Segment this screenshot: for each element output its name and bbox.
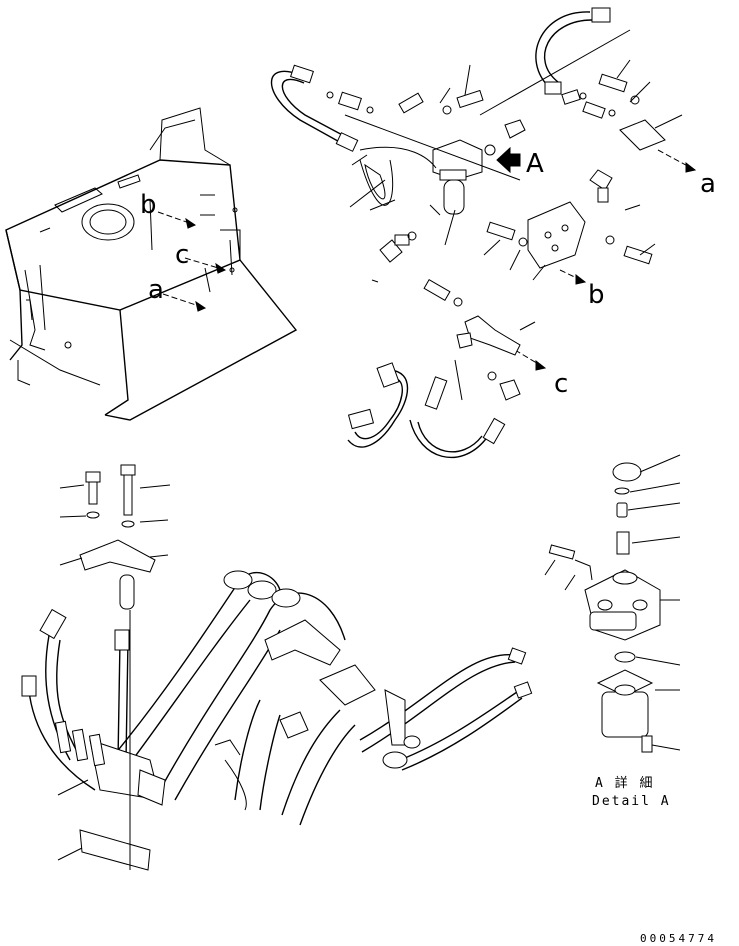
lower-harness [21,464,533,871]
bracket-c-assembly [347,278,536,459]
detail-A [544,454,681,753]
callout-arrows-right [514,149,697,371]
detail-caption-en: Detail A [592,794,671,809]
console-frame [5,107,298,421]
callout-b-left: b [140,190,157,220]
callout-view-A: A [526,149,544,179]
view-arrow-A [496,146,521,174]
detail-caption-jp: A 詳 細 [595,775,654,791]
callout-b-mid: b [588,280,605,310]
drawing-number: 00054774 [640,932,717,945]
callout-a-top: a [700,169,716,199]
upper-hose-assembly [270,7,683,283]
callout-c-left: c [175,240,189,270]
console-callout-arrows [157,211,227,312]
callout-a-left: a [148,275,164,305]
callout-c-mid: c [554,369,568,399]
